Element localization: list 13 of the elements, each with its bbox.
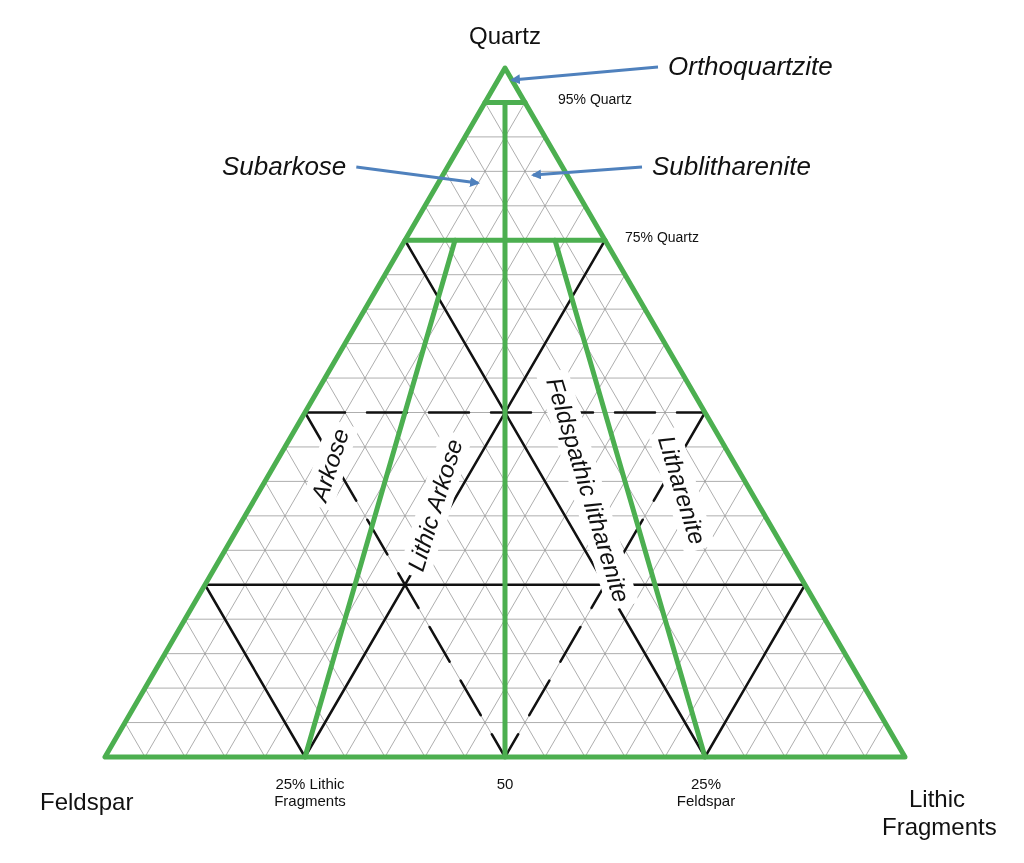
axis-label: 25% Lithic Fragments bbox=[273, 775, 347, 810]
corner-label: Feldspar bbox=[40, 788, 134, 816]
rock-name: Sublitharenite bbox=[652, 152, 811, 182]
leader-line bbox=[531, 165, 643, 180]
leader-line bbox=[510, 65, 659, 85]
corner-label: Quartz bbox=[469, 22, 541, 50]
axis-label: 95% Quartz bbox=[558, 91, 632, 108]
rock-name: Orthoquartzite bbox=[668, 52, 833, 82]
rock-name: Subarkose bbox=[222, 152, 347, 182]
axis-label: 50 bbox=[496, 775, 514, 793]
axis-label: 25% Feldspar bbox=[675, 775, 737, 810]
axis-label: 75% Quartz bbox=[625, 229, 699, 246]
leader-line bbox=[356, 165, 480, 187]
